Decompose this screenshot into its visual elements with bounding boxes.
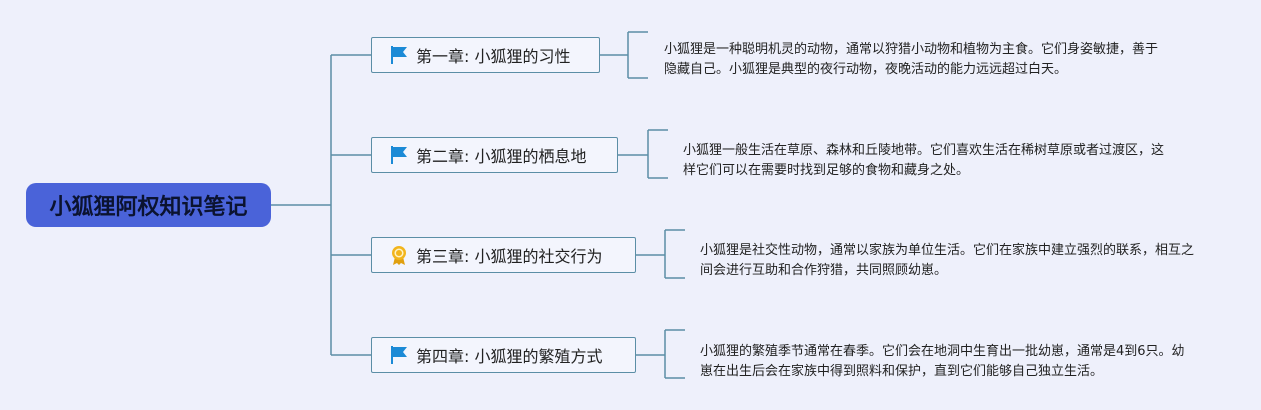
blue-flag-icon	[388, 144, 410, 166]
chapter-node-4[interactable]: 第四章: 小狐狸的繁殖方式	[371, 337, 636, 373]
chapter-note-1: 小狐狸是一种聪明机灵的动物，通常以狩猎小动物和植物为主食。它们身姿敏捷，善于隐藏…	[664, 42, 1159, 77]
chapter-note-2: 小狐狸一般生活在草原、森林和丘陵地带。它们喜欢生活在稀树草原或者过渡区，这样它们…	[683, 143, 1165, 178]
chapter-note-3: 小狐狸是社交性动物，通常以家族为单位生活。它们在家族中建立强烈的联系，相互之间会…	[700, 243, 1195, 278]
note-bracket-2	[618, 129, 668, 179]
root-topic[interactable]: 小狐狸阿权知识笔记	[26, 183, 271, 227]
chapter-label: 第一章: 小狐狸的习性	[416, 47, 571, 66]
blue-flag-icon	[388, 344, 410, 366]
chapter-label: 第四章: 小狐狸的繁殖方式	[416, 347, 603, 366]
note-bracket-1	[600, 31, 648, 79]
chapter-note-4: 小狐狸的繁殖季节通常在春季。它们会在地洞中生育出一批幼崽，通常是4到6只。幼崽在…	[700, 344, 1185, 379]
chapter-node-1[interactable]: 第一章: 小狐狸的习性	[371, 37, 600, 73]
chapter-label: 第三章: 小狐狸的社交行为	[416, 247, 603, 266]
chapter-node-3[interactable]: 第三章: 小狐狸的社交行为	[371, 237, 636, 273]
chapter-node-2[interactable]: 第二章: 小狐狸的栖息地	[371, 137, 618, 173]
root-title: 小狐狸阿权知识笔记	[49, 195, 248, 220]
chapter-label: 第二章: 小狐狸的栖息地	[416, 147, 587, 166]
award-ribbon-icon	[388, 244, 410, 266]
note-bracket-4	[636, 329, 685, 379]
note-bracket-3	[636, 229, 685, 279]
blue-flag-icon	[388, 44, 410, 66]
